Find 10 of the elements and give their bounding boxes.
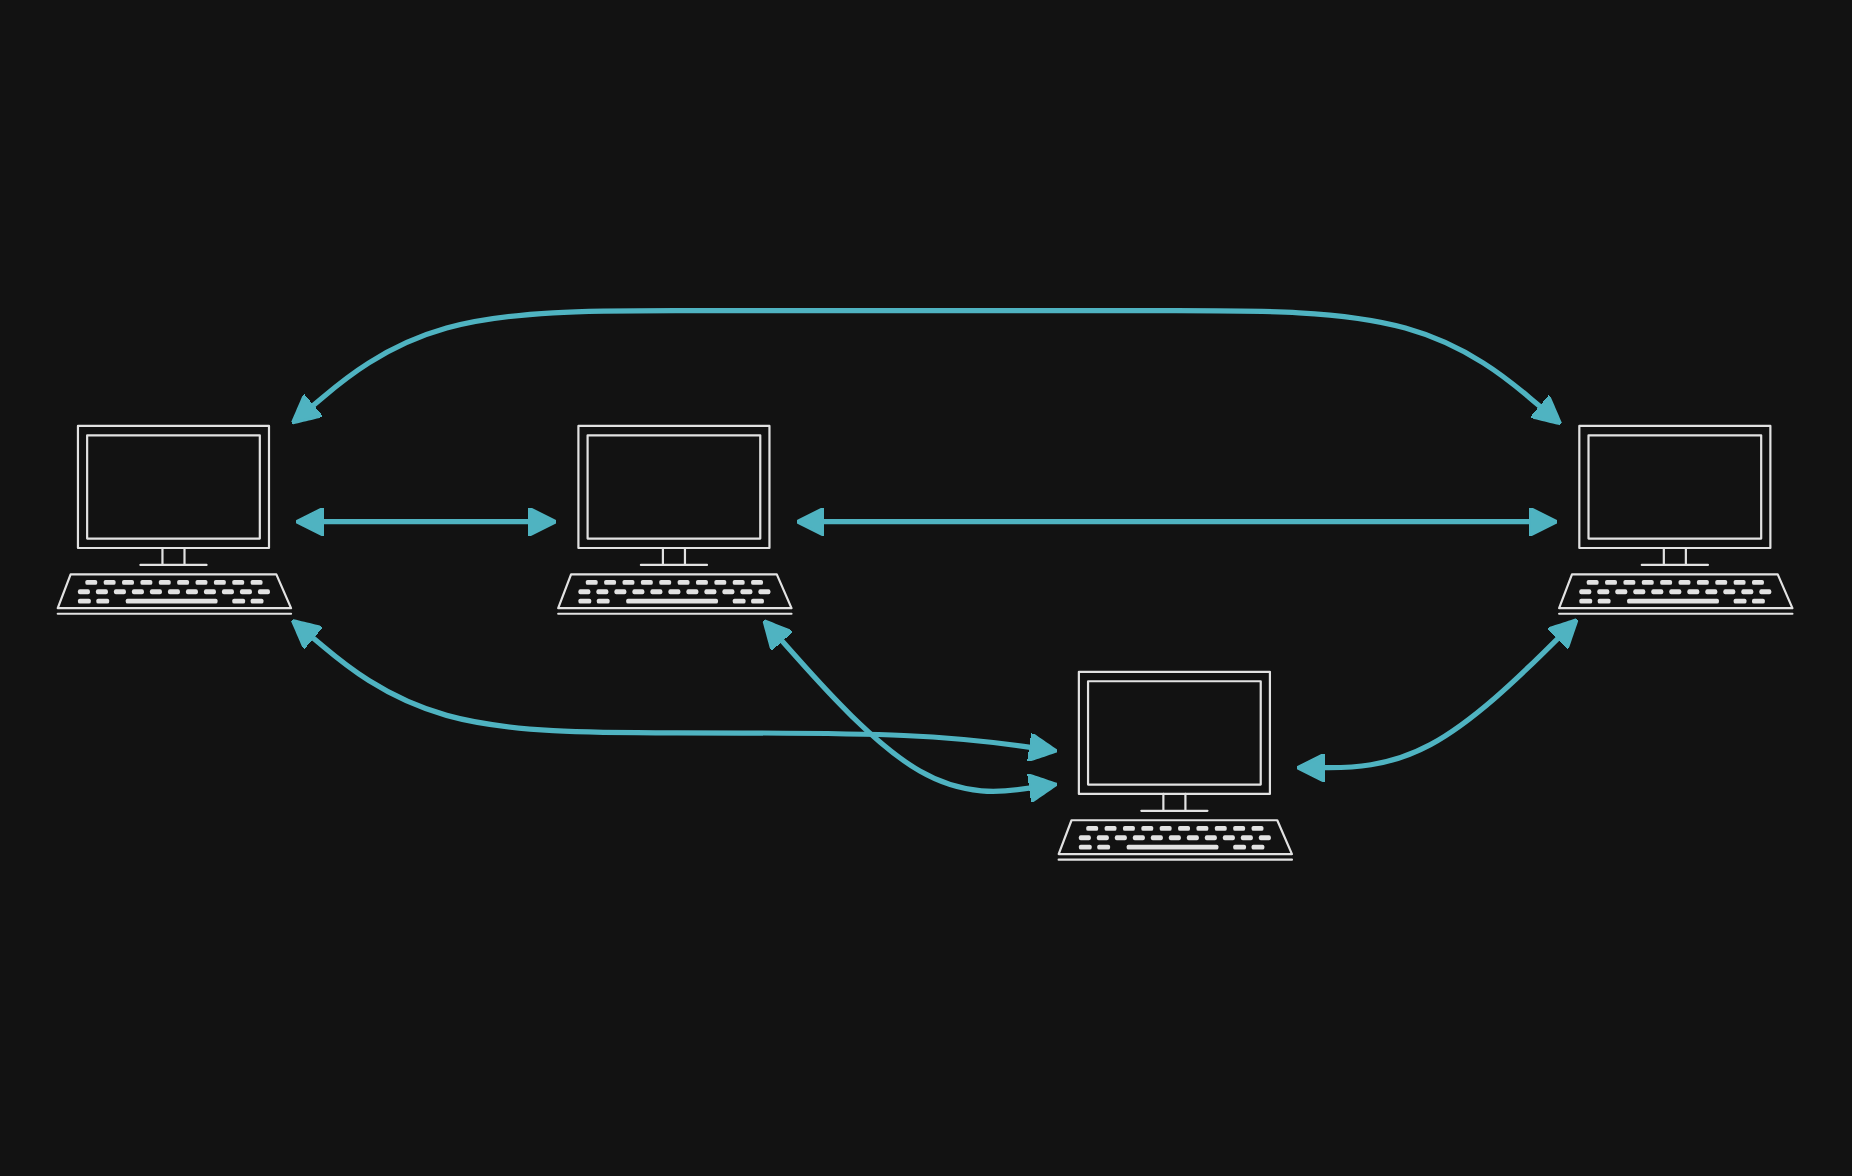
- computer-icon: [1057, 670, 1294, 861]
- double-arrow: [290, 618, 1059, 763]
- double-arrow: [1295, 618, 1579, 783]
- double-arrow: [290, 308, 1563, 426]
- computer-icon: [1558, 424, 1794, 615]
- computer-icon: [557, 424, 793, 615]
- double-arrow: [795, 506, 1559, 538]
- double-arrow: [294, 506, 558, 538]
- computer-icon: [56, 424, 293, 615]
- double-arrow: [762, 619, 1059, 804]
